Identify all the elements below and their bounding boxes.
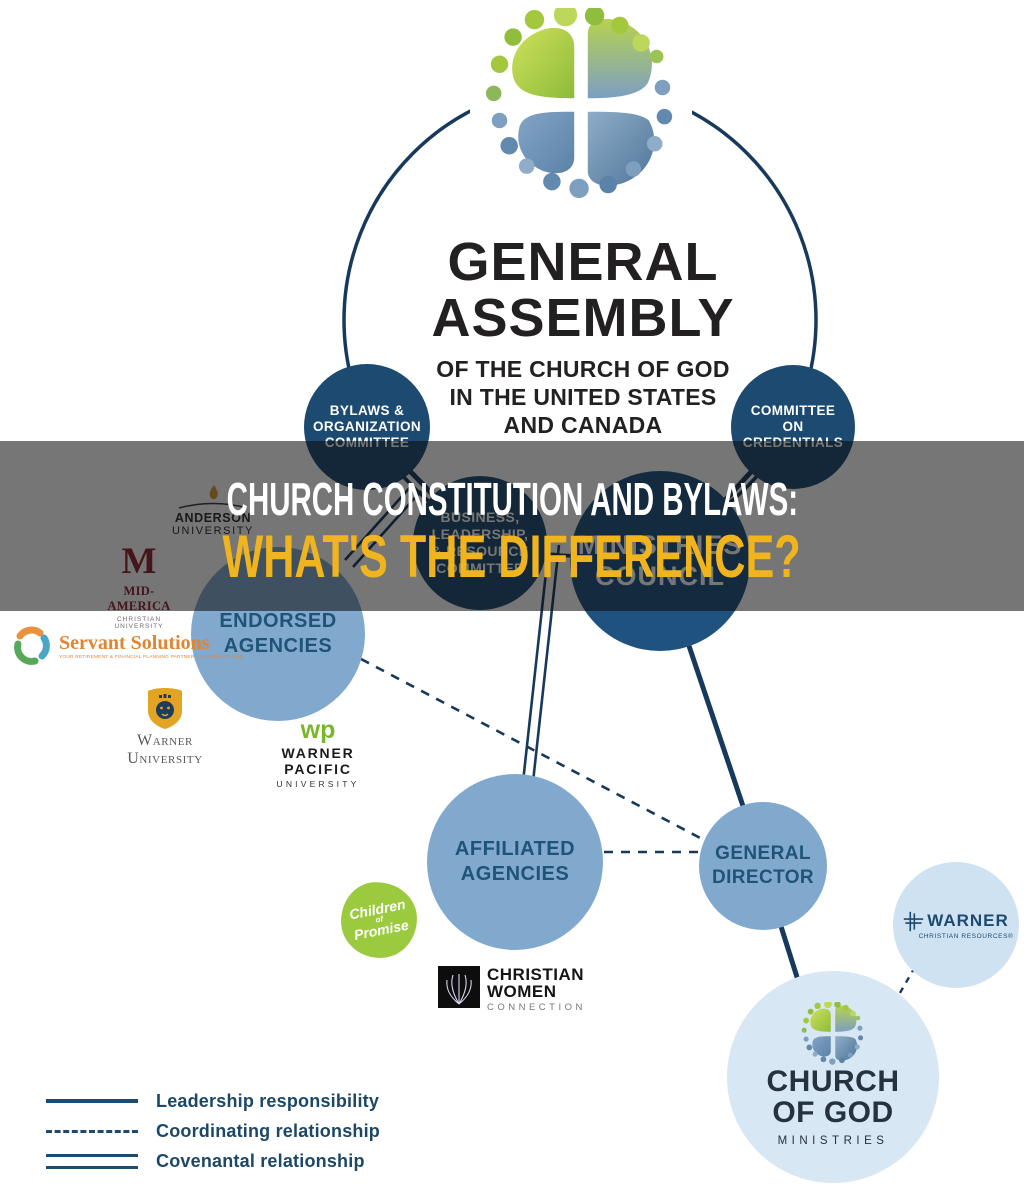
legend-label-covenantal: Covenantal relationship: [156, 1150, 365, 1171]
subtitle-line-3: AND CANADA: [503, 412, 663, 438]
cwc-fan-icon: [438, 966, 480, 1008]
legend-item-leadership: Leadership responsibility: [46, 1086, 380, 1116]
servant-solutions-icon: [14, 626, 50, 665]
christian-women-connection-logo: CHRISTIAN WOMEN CONNECTION: [438, 966, 586, 1013]
legend-item-covenantal: Covenantal relationship: [46, 1146, 380, 1176]
affiliated-line-1: AFFILIATED: [454, 838, 576, 860]
credentials-line-2: ON: [782, 419, 804, 434]
warner-pacific-logo: wp WARNER PACIFIC UNIVERSITY: [245, 716, 391, 790]
banner-title-line-2: WHAT'S THE DIFFERENCE?: [0, 522, 1024, 591]
weave-hash-icon: [904, 911, 924, 931]
title-line-2: ASSEMBLY: [431, 288, 735, 348]
warner-christian-resources-circle: WARNER CHRISTIAN RESOURCES®: [893, 862, 1019, 988]
affiliated-line-2: AGENCIES: [460, 863, 570, 885]
warner-pacific-sub: UNIVERSITY: [276, 779, 360, 789]
banner-title-text-1: CHURCH CONSTITUTION AND BYLAWS:: [226, 473, 798, 525]
warner-university-logo: Warner University: [100, 687, 230, 768]
wcr-subtitle: CHRISTIAN RESOURCES®: [918, 932, 1014, 940]
director-line-1: GENERAL: [715, 843, 811, 864]
dash-wcr-ministries: [895, 966, 917, 999]
endorsed-line-2: AGENCIES: [223, 635, 333, 657]
general-assembly-title: GENERAL ASSEMBLY OF THE CHURCH OF GOD IN…: [378, 234, 788, 439]
general-director-circle: GENERAL DIRECTOR: [699, 802, 827, 930]
warner-pacific-name: WARNER PACIFIC: [281, 745, 355, 777]
credentials-line-1: COMMITTEE: [750, 403, 836, 418]
bylaws-line-2: ORGANIZATION: [312, 419, 422, 434]
warner-pacific-mark: wp: [300, 716, 336, 744]
servant-solutions-name: Servant Solutions: [59, 632, 210, 654]
dashed-line-swatch: [46, 1129, 138, 1133]
endorsed-line-1: ENDORSED: [219, 610, 337, 632]
dash-endorsed-director: [360, 657, 705, 842]
cog-line-3: MINISTRIES: [777, 1134, 889, 1147]
banner-title-text-2: WHAT'S THE DIFFERENCE?: [222, 523, 802, 590]
legend-item-coordinating: Coordinating relationship: [46, 1116, 380, 1146]
legend: Leadership responsibility Coordinating r…: [46, 1086, 380, 1176]
mid-america-sub: CHRISTIAN UNIVERSITY: [114, 616, 164, 630]
cwc-line-3: CONNECTION: [487, 1002, 586, 1013]
church-of-god-ministries-circle: CHURCH OF GOD MINISTRIES: [727, 971, 939, 1183]
servant-solutions-logo: Servant Solutions YOUR RETIREMENT & FINA…: [10, 624, 243, 668]
wcr-name: WARNER: [927, 911, 1009, 930]
director-line-2: DIRECTOR: [711, 867, 815, 888]
banner-overlay: [0, 441, 1024, 611]
warner-university-name: Warner University: [127, 732, 203, 767]
solid-line-swatch: [46, 1099, 138, 1103]
church-of-god-leaf-logo-small: [801, 1001, 864, 1065]
cwc-line-2: WOMEN: [487, 982, 557, 1001]
bylaws-line-1: BYLAWS &: [329, 403, 405, 418]
cog-line-1: CHURCH: [766, 1064, 900, 1098]
cwc-line-1: CHRISTIAN: [487, 965, 585, 984]
subtitle-line-1: OF THE CHURCH OF GOD: [436, 356, 730, 382]
legend-label-leadership: Leadership responsibility: [156, 1090, 380, 1111]
affiliated-agencies-circle: AFFILIATED AGENCIES: [427, 774, 603, 950]
double-line-swatch: [46, 1153, 138, 1169]
line-council-director: [684, 639, 748, 813]
church-of-god-leaf-logo: [485, 8, 673, 199]
cog-line-2: OF GOD: [772, 1095, 894, 1129]
banner-title-line-1: CHURCH CONSTITUTION AND BYLAWS:: [0, 472, 1024, 526]
legend-label-coordinating: Coordinating relationship: [156, 1120, 380, 1141]
warner-shield-icon: [148, 688, 182, 729]
title-line-1: GENERAL: [447, 232, 719, 292]
servant-solutions-tagline: YOUR RETIREMENT & FINANCIAL PLANNING PAR…: [59, 655, 244, 660]
subtitle-line-2: IN THE UNITED STATES: [449, 384, 717, 410]
